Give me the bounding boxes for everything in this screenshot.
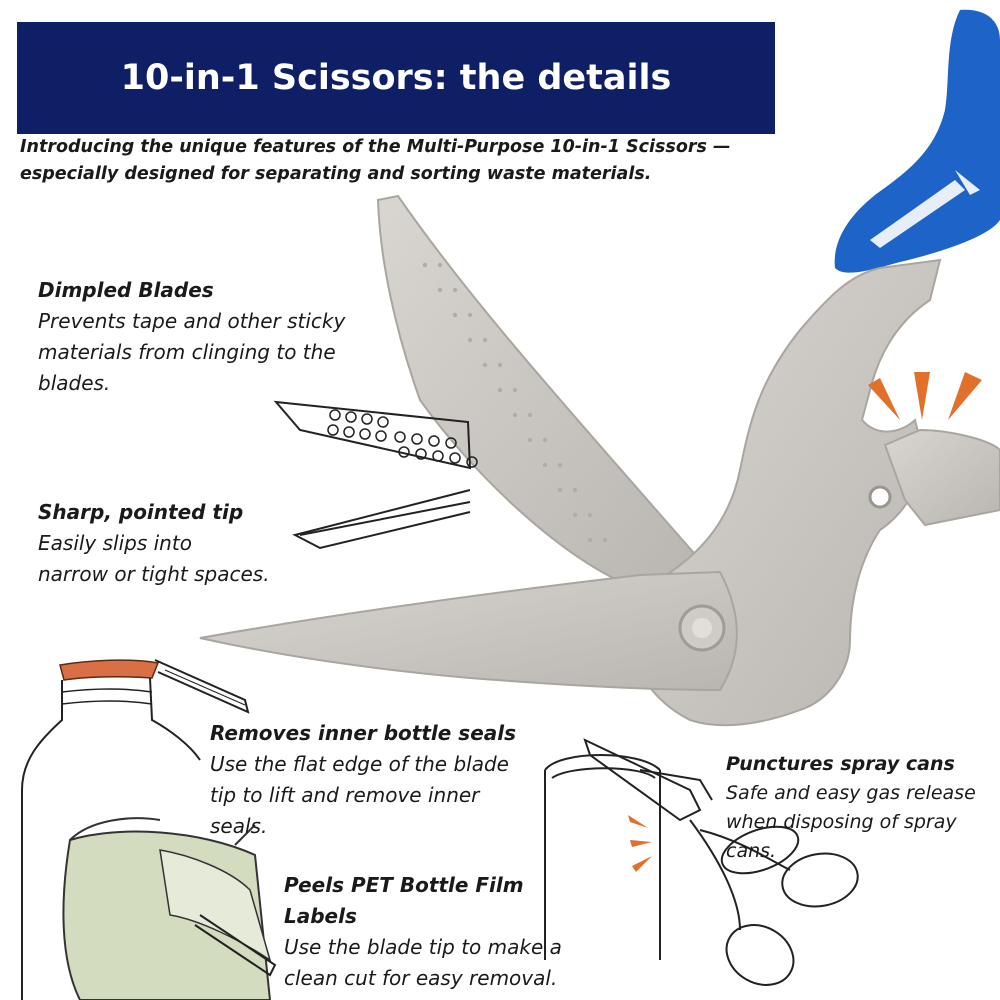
upper-blade-icon bbox=[376, 194, 702, 592]
feature-description: Use the flat edge of the blade tip to li… bbox=[210, 752, 509, 838]
feature-pet-labels: Peels PET Bottle Film Labels Use the bla… bbox=[284, 870, 594, 994]
dimpled-blade-sketch bbox=[273, 400, 478, 470]
spray-can-sketch bbox=[544, 738, 859, 986]
feature-title: Dimpled Blades bbox=[38, 278, 214, 302]
bottle-cap-sketch bbox=[21, 659, 250, 1000]
spray-burst-icon bbox=[628, 815, 652, 872]
title-banner: 10-in-1 Scissors: the details bbox=[17, 22, 775, 134]
feature-description: Use the blade tip to make a clean cut fo… bbox=[284, 935, 562, 990]
feature-pointed-tip: Sharp, pointed tip Easily slips into nar… bbox=[38, 497, 368, 590]
feature-description: Easily slips into narrow or tight spaces… bbox=[38, 531, 270, 586]
pet-bottle-label-sketch bbox=[62, 817, 277, 1000]
impact-burst-icon bbox=[868, 372, 982, 420]
feature-description: Safe and easy gas release when disposing… bbox=[726, 782, 976, 862]
feature-title: Removes inner bottle seals bbox=[210, 721, 517, 745]
scissors-handle-icon bbox=[834, 9, 1000, 273]
feature-title: Peels PET Bottle Film Labels bbox=[284, 873, 524, 928]
page-title: 10-in-1 Scissors: the details bbox=[120, 58, 672, 98]
feature-dimpled-blades: Dimpled Blades Prevents tape and other s… bbox=[38, 275, 398, 399]
feature-title: Punctures spray cans bbox=[726, 753, 955, 775]
feature-description: Prevents tape and other sticky materials… bbox=[38, 309, 346, 395]
pointed-tip-sketch bbox=[292, 489, 471, 550]
feature-title: Sharp, pointed tip bbox=[38, 500, 244, 524]
feature-bottle-seals: Removes inner bottle seals Use the flat … bbox=[210, 718, 540, 842]
feature-spray-cans: Punctures spray cans Safe and easy gas r… bbox=[726, 750, 998, 866]
intro-text: Introducing the unique features of the M… bbox=[20, 137, 731, 184]
lower-blade-icon bbox=[199, 570, 738, 692]
